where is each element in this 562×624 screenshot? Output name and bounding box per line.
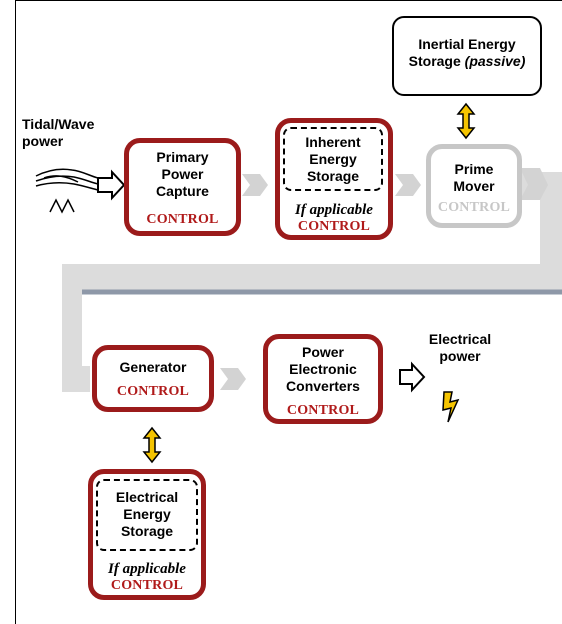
electrical-if-applicable: If applicable — [108, 561, 186, 577]
chevron-2 — [395, 174, 421, 196]
flow-band-left-corner — [62, 366, 90, 392]
wave-icon — [35, 168, 99, 191]
chevron-1 — [242, 174, 268, 196]
primary-power-capture-label: Primary Power Capture — [156, 149, 209, 199]
flow-band-right — [540, 172, 562, 282]
electrical-dashed-box — [96, 479, 198, 551]
power-electronic-converters-box — [263, 334, 383, 424]
output-arrow-icon — [399, 361, 426, 393]
inherent-energy-storage-label: Inherent Energy Storage — [305, 134, 361, 184]
inertial-passive-text: (passive) — [464, 53, 526, 69]
inertial-main-text: Inertial Energy Storage — [408, 36, 516, 69]
prime-mover-box — [426, 144, 522, 228]
double-arrow-icon-top — [456, 102, 476, 140]
primary-control-label: CONTROL — [146, 212, 219, 227]
power-converters-control-label: CONTROL — [286, 403, 360, 418]
inertial-energy-storage-box — [392, 16, 542, 96]
prime-mover-label: Prime Mover — [453, 161, 495, 194]
frame-border — [15, 0, 562, 624]
flow-band-left — [62, 264, 82, 392]
tidal-wave-label: Tidal/Wave power — [22, 116, 95, 149]
generator-control-label: CONTROL — [116, 384, 190, 399]
primary-power-capture-box — [124, 138, 241, 236]
inherent-dashed-box — [283, 127, 383, 191]
generator-label: Generator — [119, 359, 187, 375]
chevron-4 — [520, 168, 548, 200]
electrical-energy-storage-label: Electrical Energy Storage — [115, 489, 179, 539]
prime-mover-control-label: CONTROL — [437, 200, 511, 215]
flow-band-horizontal — [62, 264, 562, 292]
chevron-3 — [220, 368, 246, 390]
electrical-storage-control-label: CONTROL — [110, 578, 184, 593]
electrical-energy-storage-box — [88, 469, 206, 600]
input-arrow-icon — [97, 169, 126, 201]
inherent-control-label: CONTROL — [297, 219, 371, 234]
zigzag-wave-icon — [49, 198, 75, 214]
inherent-if-applicable: If applicable — [295, 202, 373, 218]
power-electronic-converters-label: Power Electronic Converters — [286, 344, 360, 394]
double-arrow-icon-bottom — [142, 426, 162, 464]
generator-box — [92, 345, 214, 412]
inherent-energy-storage-box — [275, 118, 393, 240]
inertial-energy-storage-label: Inertial Energy Storage (passive) — [394, 36, 540, 70]
electrical-power-label: Electrical power — [428, 331, 492, 364]
lightning-icon — [442, 391, 460, 423]
